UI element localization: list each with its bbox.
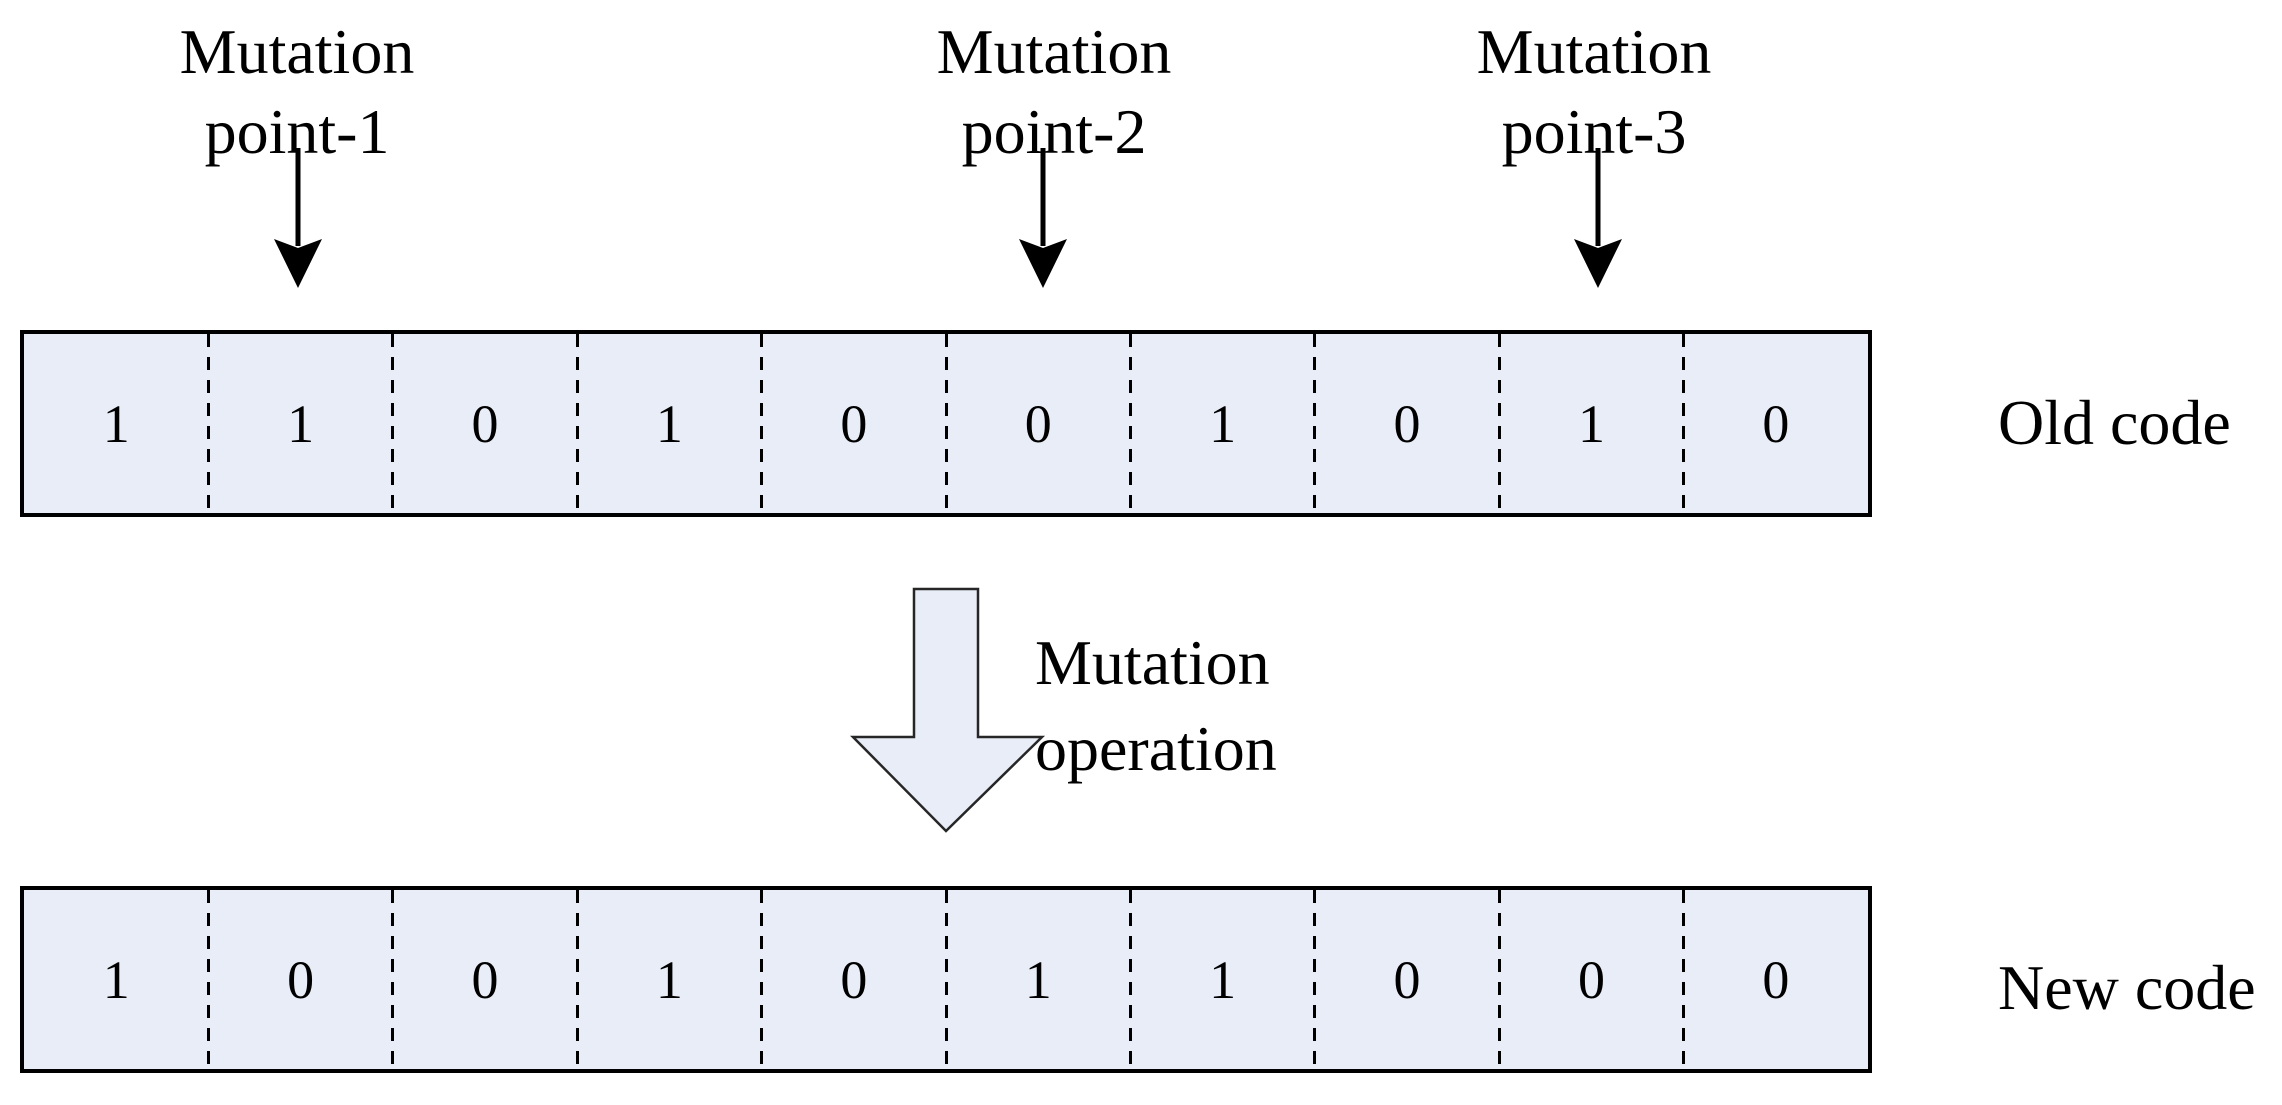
cell-value: 0: [471, 393, 499, 454]
down-arrow-icon: [1019, 148, 1067, 288]
old-code-cell-7: 1: [1128, 334, 1314, 513]
old-code-cell-8: 0: [1313, 334, 1499, 513]
cell-value: 1: [655, 393, 683, 454]
old-code-cell-3: 0: [391, 334, 577, 513]
new-code-cell-4: 1: [575, 890, 761, 1069]
new-code-cell-2: 0: [206, 890, 392, 1069]
old-code-cell-9: 1: [1497, 334, 1683, 513]
new-code-cell-10: 0: [1682, 890, 1868, 1069]
mutation-operation-arrow-icon: [850, 587, 1046, 833]
old-code-cell-1: 1: [24, 334, 208, 513]
down-arrow-icon: [274, 148, 322, 288]
cell-value: 1: [287, 393, 315, 454]
cell-value: 1: [1024, 949, 1052, 1010]
old-code-cell-6: 0: [944, 334, 1130, 513]
cell-value: 1: [655, 949, 683, 1010]
old-code-label: Old code: [1998, 387, 2231, 458]
new-code-row: 1 0 0 1 0 1 1 0 0 0: [20, 886, 1872, 1073]
cell-value: 0: [1393, 949, 1421, 1010]
mutation-point-3-line1: Mutation: [1476, 16, 1712, 87]
cell-value: 1: [1209, 949, 1237, 1010]
mutation-point-2-label: Mutation point-2: [884, 12, 1224, 172]
cell-value: 0: [1393, 393, 1421, 454]
new-code-cell-7: 1: [1128, 890, 1314, 1069]
mutation-operation-line1: Mutation: [1035, 627, 1270, 698]
mutation-point-3-line2: point-3: [1501, 96, 1687, 167]
cell-value: 1: [1577, 393, 1605, 454]
old-code-row: 1 1 0 1 0 0 1 0 1 0: [20, 330, 1872, 517]
cell-value: 0: [1762, 949, 1790, 1010]
cell-value: 0: [287, 949, 315, 1010]
new-code-cell-8: 0: [1313, 890, 1499, 1069]
mutation-operation-label: Mutation operation: [1035, 620, 1277, 792]
cell-value: 1: [102, 393, 130, 454]
new-code-label: New code: [1998, 952, 2256, 1023]
new-code-cell-9: 0: [1497, 890, 1683, 1069]
new-code-cell-5: 0: [760, 890, 946, 1069]
mutation-point-2-line2: point-2: [961, 96, 1147, 167]
mutation-point-1-label: Mutation point-1: [127, 12, 467, 172]
cell-value: 1: [1209, 393, 1237, 454]
cell-value: 0: [1024, 393, 1052, 454]
cell-value: 0: [471, 949, 499, 1010]
cell-value: 0: [1577, 949, 1605, 1010]
old-code-cell-5: 0: [760, 334, 946, 513]
mutation-operation-line2: operation: [1035, 713, 1277, 784]
down-arrow-icon: [1574, 148, 1622, 288]
mutation-point-2-line1: Mutation: [936, 16, 1172, 87]
old-code-cell-4: 1: [575, 334, 761, 513]
new-code-cell-3: 0: [391, 890, 577, 1069]
cell-value: 0: [1762, 393, 1790, 454]
cell-value: 0: [840, 949, 868, 1010]
old-code-cell-2: 1: [206, 334, 392, 513]
new-code-cell-1: 1: [24, 890, 208, 1069]
old-code-cell-10: 0: [1682, 334, 1868, 513]
cell-value: 1: [102, 949, 130, 1010]
cell-value: 0: [840, 393, 868, 454]
mutation-point-3-label: Mutation point-3: [1424, 12, 1764, 172]
mutation-point-1-line1: Mutation: [179, 16, 415, 87]
new-code-cell-6: 1: [944, 890, 1130, 1069]
